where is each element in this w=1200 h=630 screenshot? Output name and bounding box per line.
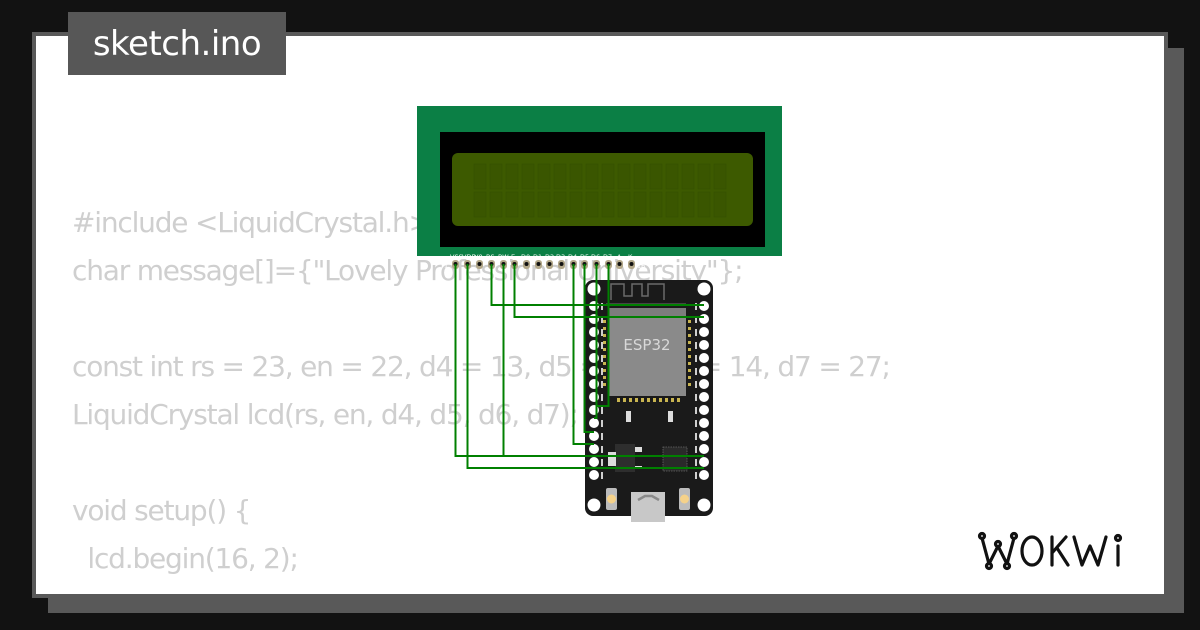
svg-text:K: K — [628, 253, 633, 261]
svg-text:E: E — [511, 253, 515, 261]
svg-text:VSS: VSS — [450, 253, 463, 261]
svg-text:RW: RW — [498, 253, 509, 261]
lcd-display[interactable]: VSS VDD V0 RS RW E D0 D1 D2 D3 D4 D5 D6 … — [417, 106, 782, 270]
wire-vdd — [466, 264, 704, 469]
svg-text:RS: RS — [486, 253, 495, 261]
svg-text:1: 1 — [444, 262, 448, 270]
svg-text:V0: V0 — [474, 253, 483, 261]
wire-d6 — [594, 264, 598, 419]
code-line: LiquidCrystal lcd(rs, en, d4, d5, d6, d7… — [72, 398, 579, 431]
svg-text:D2: D2 — [545, 253, 554, 261]
svg-text:D4: D4 — [568, 253, 577, 261]
code-line: lcd.begin(16, 2); — [72, 542, 298, 575]
wire-d7 — [596, 264, 610, 407]
wires[interactable] — [454, 264, 705, 469]
svg-text:D0: D0 — [521, 253, 530, 261]
wire-vss — [454, 264, 704, 457]
esp32-label: ESP32 — [623, 336, 670, 354]
svg-text:A: A — [617, 253, 622, 261]
file-name: sketch.ino — [92, 23, 262, 64]
wire-d5 — [583, 264, 594, 433]
svg-text:D5: D5 — [580, 253, 589, 261]
file-name-tag: sketch.ino — [68, 12, 286, 75]
svg-text:D7: D7 — [603, 253, 612, 261]
wokwi-logo — [977, 531, 1123, 571]
wire-rs — [490, 264, 704, 306]
svg-text:D6: D6 — [591, 253, 600, 261]
svg-text:16: 16 — [637, 262, 645, 270]
code-line: void setup() { — [72, 494, 251, 527]
lcd-pin-labels: VSS VDD V0 RS RW E D0 D1 D2 D3 D4 D5 D6 … — [444, 253, 645, 270]
wire-d4 — [572, 264, 594, 445]
wire-e — [513, 264, 704, 318]
svg-text:D3: D3 — [556, 253, 565, 261]
lcd-character-cells — [473, 163, 727, 218]
code-line: #include <LiquidCrystal.h> — [72, 206, 432, 239]
code-line: } — [72, 590, 90, 594]
svg-text:VDD: VDD — [462, 253, 476, 261]
svg-text:D1: D1 — [533, 253, 542, 261]
